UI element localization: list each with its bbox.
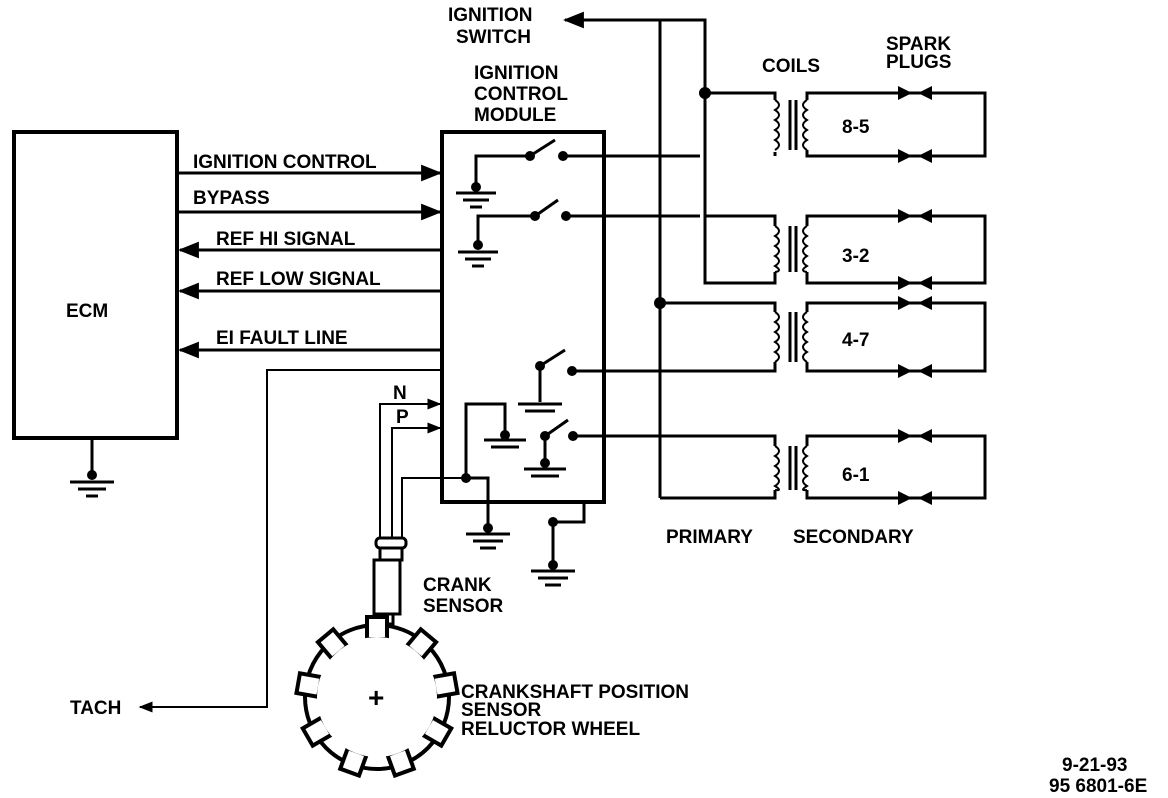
ei-fault-label: EI FAULT LINE <box>216 328 348 349</box>
coil-3-2-label: 3-2 <box>842 246 869 267</box>
icm-ground-right <box>531 502 586 587</box>
ecm-label: ECM <box>66 301 108 322</box>
icm-ground-left <box>466 476 510 550</box>
spark-plugs-label-line2: PLUGS <box>886 52 951 73</box>
p-label: P <box>396 407 409 428</box>
crank-sensor-wires: N P <box>379 383 488 540</box>
coil-4-7-label: 4-7 <box>842 330 869 351</box>
coil-6-1-label: 6-1 <box>842 465 870 486</box>
crank-sensor-label-line1: CRANK <box>423 575 492 596</box>
diagram-figure-id: 95 6801-6E <box>1049 776 1147 797</box>
n-label: N <box>393 383 407 404</box>
ignition-control-label: IGNITION CONTROL <box>193 152 377 173</box>
primary-bus <box>660 18 707 283</box>
ref-hi-label: REF HI SIGNAL <box>216 229 356 250</box>
icm-label-line3: MODULE <box>474 105 556 126</box>
bypass-label: BYPASS <box>193 188 270 209</box>
reluctor-wheel: + <box>294 615 460 779</box>
ckp-label-line1: CRANKSHAFT POSITION <box>461 682 689 703</box>
coil-8-5: 8-5 <box>705 91 987 158</box>
spark-plug-symbols <box>898 86 932 505</box>
ref-low-label: REF LOW SIGNAL <box>216 269 381 290</box>
icm-label-line1: IGNITION <box>474 63 558 84</box>
diagram-date: 9-21-93 <box>1062 755 1128 776</box>
ckp-label-line3: RELUCTOR WHEEL <box>461 719 640 740</box>
wheel-center-mark: + <box>368 682 384 713</box>
tach-wire <box>138 369 442 713</box>
icm-box <box>440 130 606 504</box>
icm-switch-2 <box>458 198 700 268</box>
ignition-switch-label-line1: IGNITION <box>448 5 532 26</box>
secondary-label: SECONDARY <box>793 527 914 548</box>
ckp-label-line2: SENSOR <box>461 700 542 721</box>
icm-switch-1 <box>456 138 700 209</box>
icm-switch-3 <box>518 348 660 413</box>
coils-label: COILS <box>762 56 820 77</box>
coil-3-2: 3-2 <box>703 214 987 285</box>
coil-4-7: 4-7 <box>660 301 987 373</box>
ignition-switch-label-line2: SWITCH <box>456 27 531 48</box>
spark-plugs-label-line1: SPARK <box>886 34 951 55</box>
coil-6-1: 6-1 <box>660 434 987 500</box>
ecm-ground-symbol <box>70 438 114 498</box>
ecm-box <box>12 130 179 440</box>
icm-switch-4 <box>461 402 700 483</box>
tach-label: TACH <box>70 698 121 719</box>
primary-label: PRIMARY <box>666 527 753 548</box>
coil-8-5-label: 8-5 <box>842 117 870 138</box>
ignition-switch-feed <box>562 11 662 498</box>
icm-label-line2: CONTROL <box>474 84 568 105</box>
crank-sensor-label-line2: SENSOR <box>423 596 504 617</box>
crank-sensor-body <box>372 536 408 626</box>
